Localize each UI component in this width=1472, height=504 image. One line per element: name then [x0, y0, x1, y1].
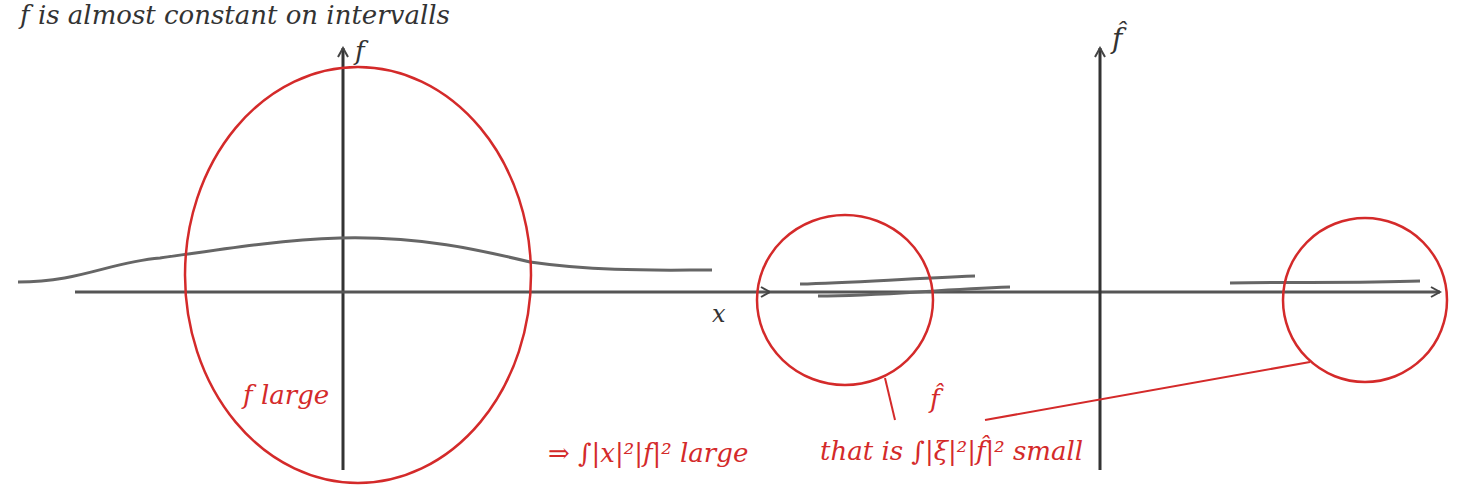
- note-text: f̂: [930, 384, 940, 415]
- x-axis: [75, 291, 770, 294]
- fhat-curve: [800, 276, 975, 284]
- circle-outline: [183, 65, 533, 485]
- note-text: ⇒ ∫|x|²|f|² large: [548, 438, 748, 469]
- region-circle: [1283, 218, 1447, 382]
- y-axis: [342, 48, 345, 470]
- leader-line: [885, 378, 895, 420]
- fhat-curve: [1230, 281, 1420, 283]
- region-circle: f large: [183, 65, 533, 485]
- note-text: f̂: [1112, 22, 1122, 56]
- note-text: that is ∫|ξ|²|f̂|² small: [820, 436, 1083, 467]
- leader-line: [985, 362, 1310, 420]
- region-circle: [757, 215, 933, 385]
- y-axis: [1099, 48, 1102, 470]
- note-text: f: [355, 36, 365, 67]
- xi-axis: [770, 291, 1440, 294]
- note-text: f is almost constant on intervalls: [20, 0, 450, 31]
- f-curve: [18, 238, 712, 282]
- fhat-curve: [818, 287, 1010, 296]
- note-text: x: [712, 300, 726, 329]
- node-label: f large: [243, 380, 329, 410]
